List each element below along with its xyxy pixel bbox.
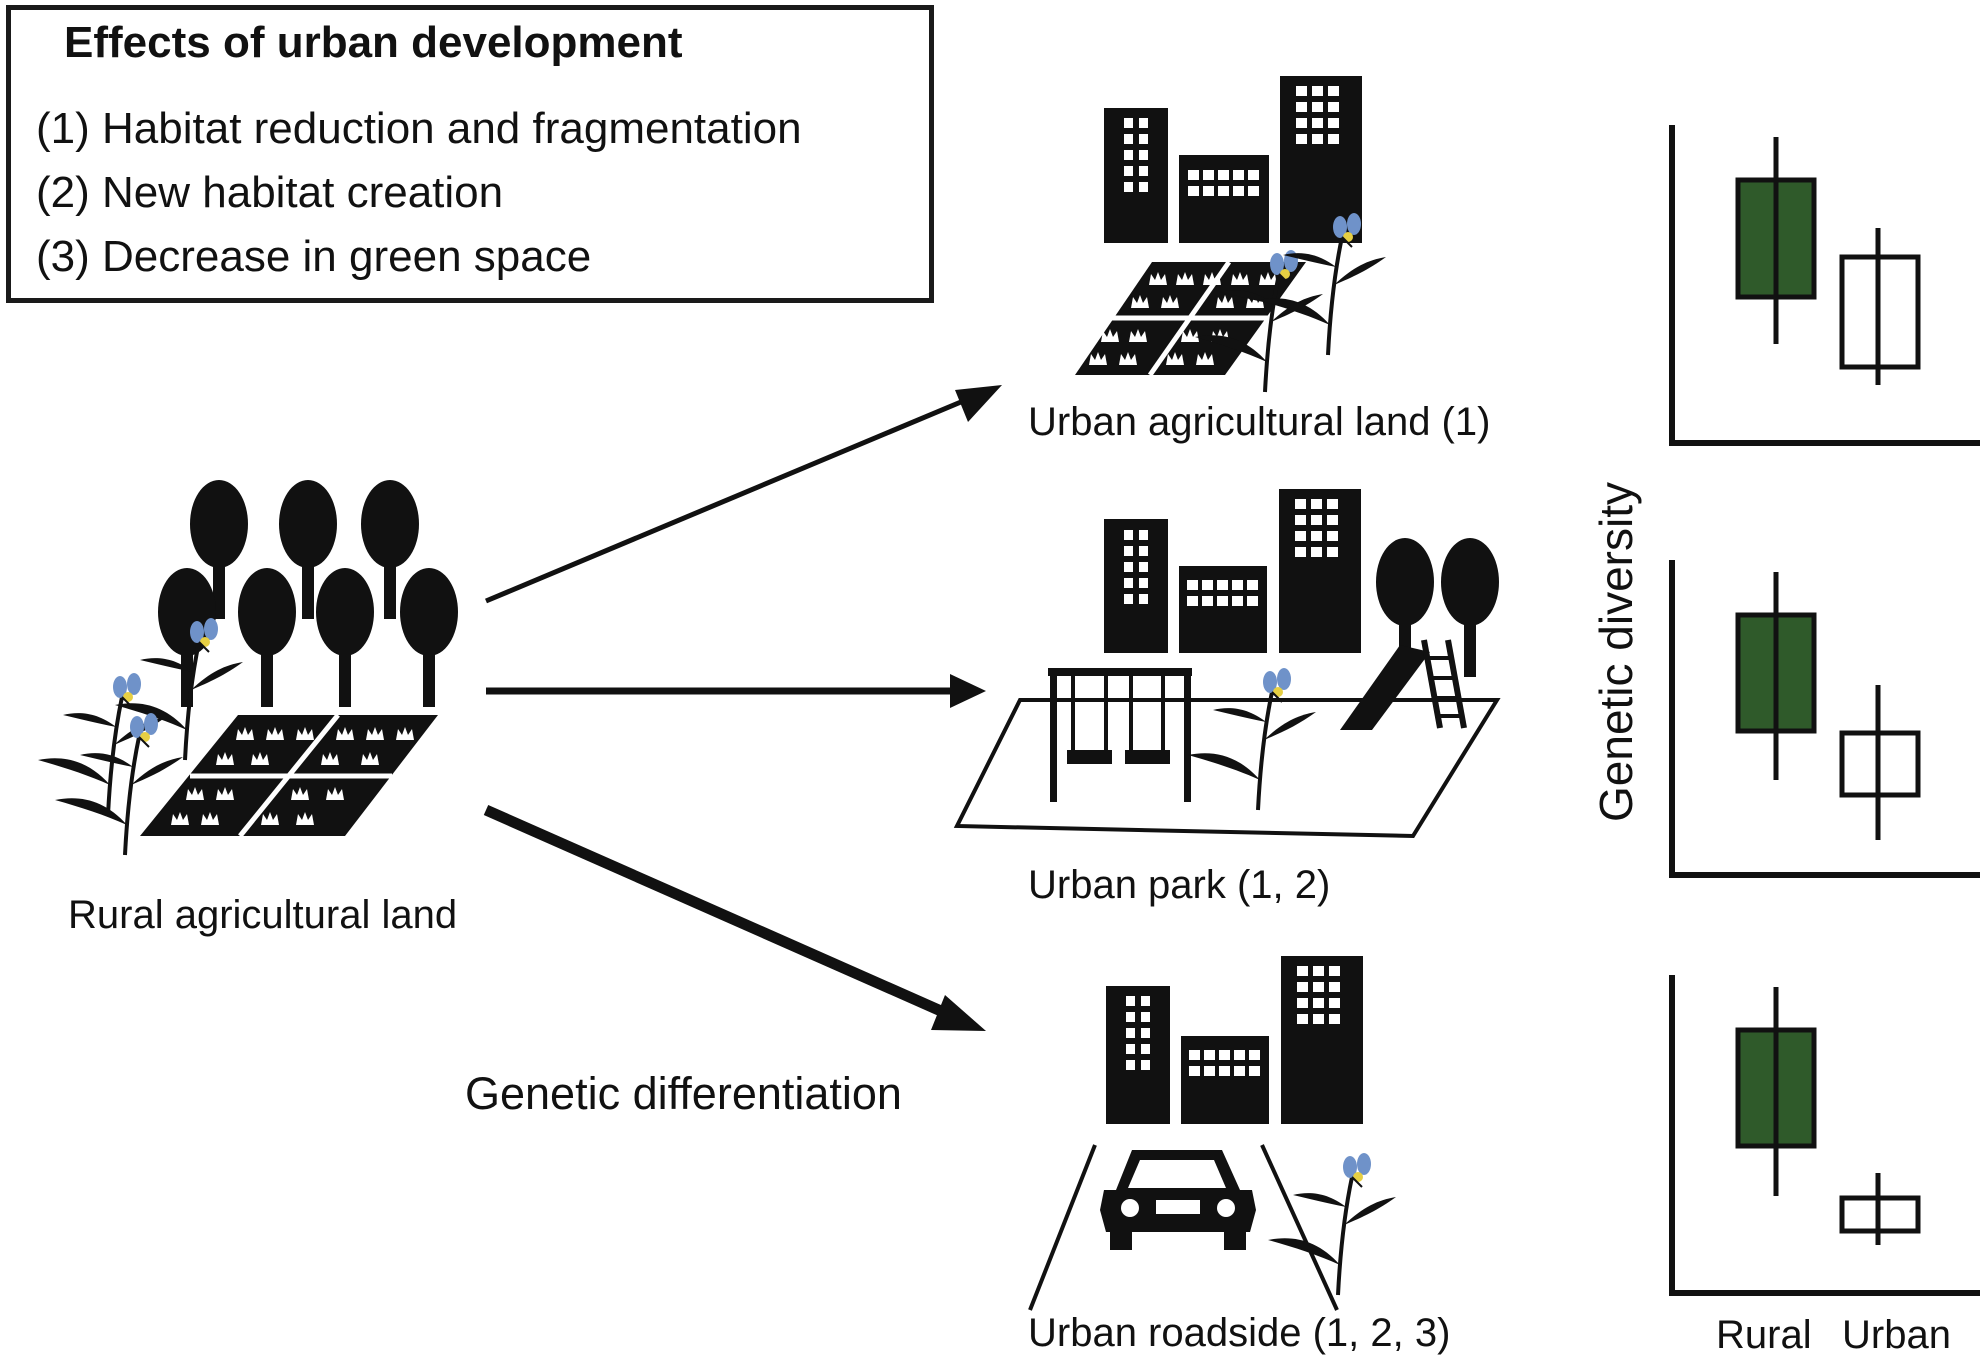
legend-item-3: (3) Decrease in green space (36, 232, 592, 281)
tree-icon (158, 480, 458, 707)
crop-field-icon (1075, 260, 1306, 377)
crop-field-icon (140, 713, 438, 838)
legend-title: Effects of urban development (64, 18, 683, 67)
arrow-to-urban-roadside (483, 804, 986, 1031)
legend-item-2: (2) New habitat creation (36, 168, 504, 217)
arrow-to-urban-park (486, 674, 986, 708)
building-icon (1104, 489, 1361, 653)
urban-roadside-scene (1028, 956, 1398, 1311)
genetic-differentiation-label: Genetic differentiation (465, 1068, 902, 1119)
road-icon (1028, 1144, 1339, 1311)
slide-icon (1340, 639, 1467, 730)
swing-icon (1048, 668, 1192, 802)
legend-box (6, 5, 934, 303)
rural-label: Rural agricultural land (68, 893, 458, 937)
urban-park-label: Urban park (1, 2) (1028, 863, 1331, 907)
genetic-diversity-plots (1669, 125, 1980, 1296)
x-category-urban: Urban (1842, 1313, 1951, 1357)
building-icon (1104, 76, 1362, 243)
rural-scene (36, 480, 458, 857)
plot-urban-park-axes (1669, 560, 1980, 878)
urban-roadside-label: Urban roadside (1, 2, 3) (1028, 1311, 1451, 1355)
park-ground (953, 698, 1501, 839)
x-category-rural: Rural (1716, 1313, 1812, 1357)
building-icon (1106, 956, 1363, 1124)
urban-agri-scene (1075, 76, 1388, 394)
legend-item-1: (1) Habitat reduction and fragmentation (36, 104, 802, 153)
y-axis-title: Genetic diversity (1590, 481, 1642, 823)
urban-agri-label: Urban agricultural land (1) (1028, 400, 1491, 444)
car-icon (1100, 1150, 1256, 1250)
urban-park-scene (953, 489, 1501, 839)
flower-plant-icon (1266, 1151, 1398, 1297)
arrow-to-urban-agri (485, 385, 1002, 604)
flower-plant-icon (1186, 666, 1318, 812)
plot-urban-agri-axes (1669, 125, 1980, 446)
plot-urban-roadside-axes (1669, 975, 1980, 1296)
